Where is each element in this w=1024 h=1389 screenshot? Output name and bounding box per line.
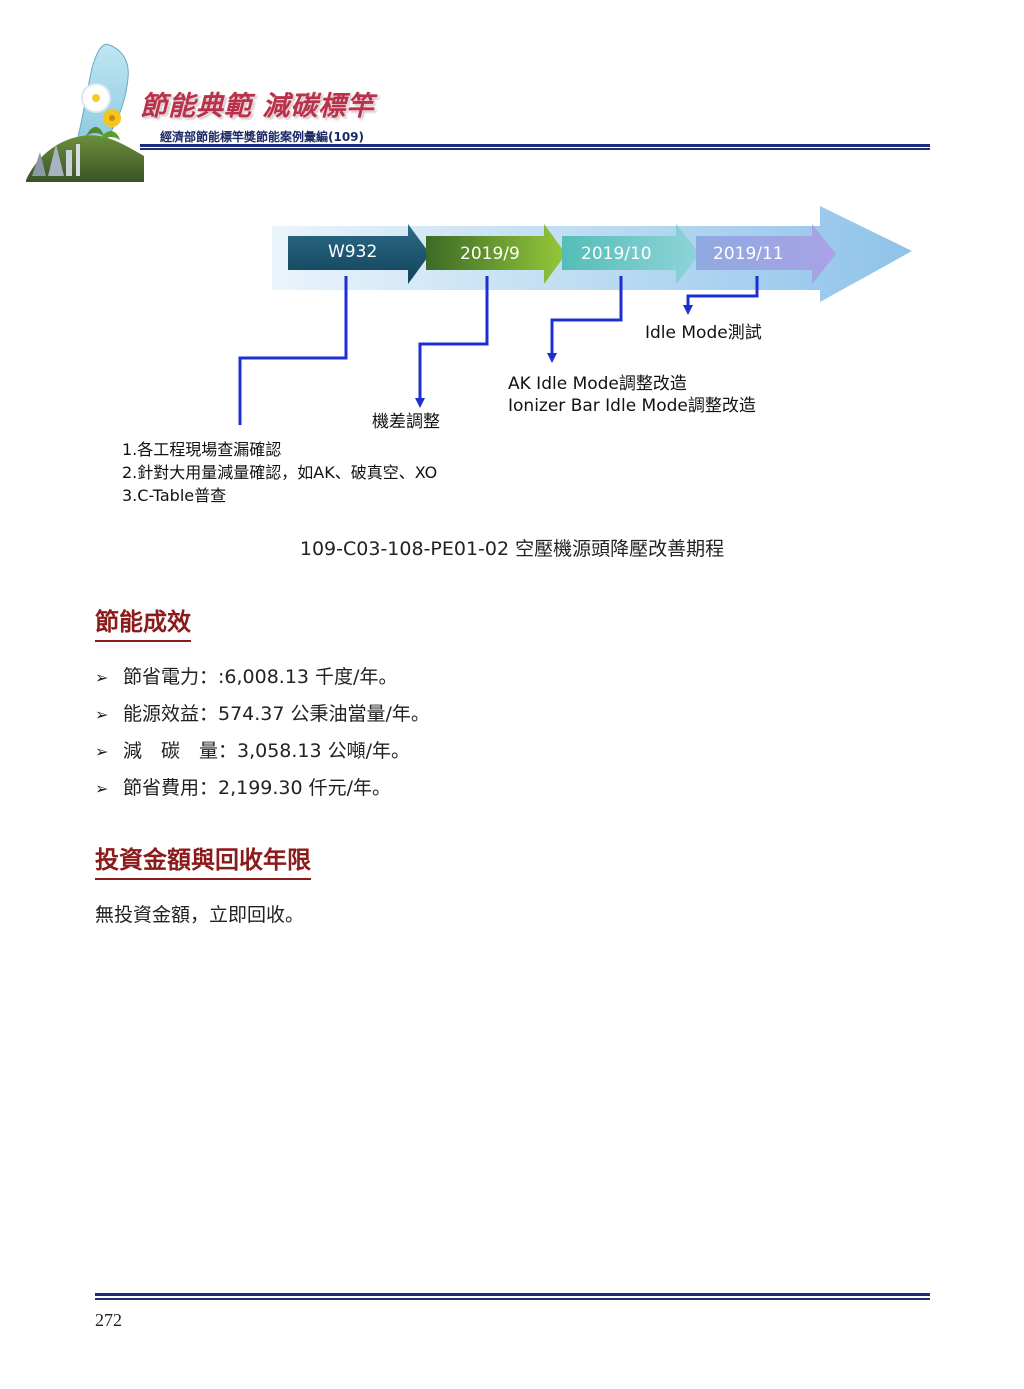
timeline-diagram — [238, 206, 912, 425]
brand-subtitle: 經濟部節能標竿獎節能案例彙編(109) — [160, 130, 365, 144]
results-heading: 節能成效 — [95, 602, 191, 642]
timeline-step-label: W932 — [328, 242, 378, 262]
ionizer-idle-mode-label: Ionizer Bar Idle Mode調整改造 — [508, 396, 756, 416]
page-number: 272 — [95, 1310, 122, 1330]
timeline-step-arrow-2 — [426, 224, 566, 284]
machine-diff-label: 機差調整 — [372, 412, 440, 432]
checklist-item: 1.各工程現場查漏確認 — [122, 440, 282, 459]
ak-idle-mode-label: AK Idle Mode調整改造 — [508, 374, 687, 394]
bullet-arrow-icon: ➢ — [95, 779, 109, 798]
header-rule — [140, 144, 930, 150]
timeline-step-arrow-1 — [288, 224, 430, 284]
checklist-item: 2.針對大用量減量確認，如AK、破真空、XO — [122, 463, 438, 482]
timeline-step-label: 2019/9 — [460, 244, 520, 264]
investment-heading: 投資金額與回收年限 — [95, 840, 311, 880]
brand-title: 節能典範 減碳標竿 — [140, 91, 375, 122]
timeline-step-arrow-3 — [562, 224, 700, 284]
bullet-arrow-icon: ➢ — [95, 705, 109, 724]
timeline-step-arrow-4 — [696, 224, 836, 284]
result-text: 節省費用：2,199.30 仟元/年。 — [123, 777, 392, 799]
result-text: 節省電力：:6,008.13 千度/年。 — [123, 666, 398, 688]
figure-caption: 109-C03-108-PE01-02 空壓機源頭降壓改善期程 — [299, 538, 725, 560]
footer-rule — [95, 1293, 930, 1300]
investment-text: 無投資金額，立即回收。 — [95, 904, 305, 926]
result-text: 能源效益：574.37 公秉油當量/年。 — [123, 703, 430, 725]
result-item: ➢ 減 碳 量：3,058.13 公噸/年。 — [95, 736, 410, 763]
result-item: ➢ 節省電力：:6,008.13 千度/年。 — [95, 662, 397, 689]
timeline-step-label: 2019/10 — [581, 244, 652, 264]
connector-2019-11 — [683, 276, 759, 315]
result-text: 減 碳 量：3,058.13 公噸/年。 — [123, 740, 411, 762]
result-item: ➢ 節省費用：2,199.30 仟元/年。 — [95, 773, 391, 800]
connector-w932 — [238, 276, 348, 425]
idle-mode-test-label: Idle Mode測試 — [645, 323, 762, 343]
checklist-item: 3.C-Table普查 — [122, 486, 227, 505]
bullet-arrow-icon: ➢ — [95, 668, 109, 687]
connector-2019-9 — [415, 276, 489, 408]
bullet-arrow-icon: ➢ — [95, 742, 109, 761]
connector-2019-10 — [547, 276, 623, 363]
result-item: ➢ 能源效益：574.37 公秉油當量/年。 — [95, 699, 430, 726]
timeline-step-label: 2019/11 — [713, 244, 784, 264]
taiwan-logo-icon — [26, 43, 144, 182]
